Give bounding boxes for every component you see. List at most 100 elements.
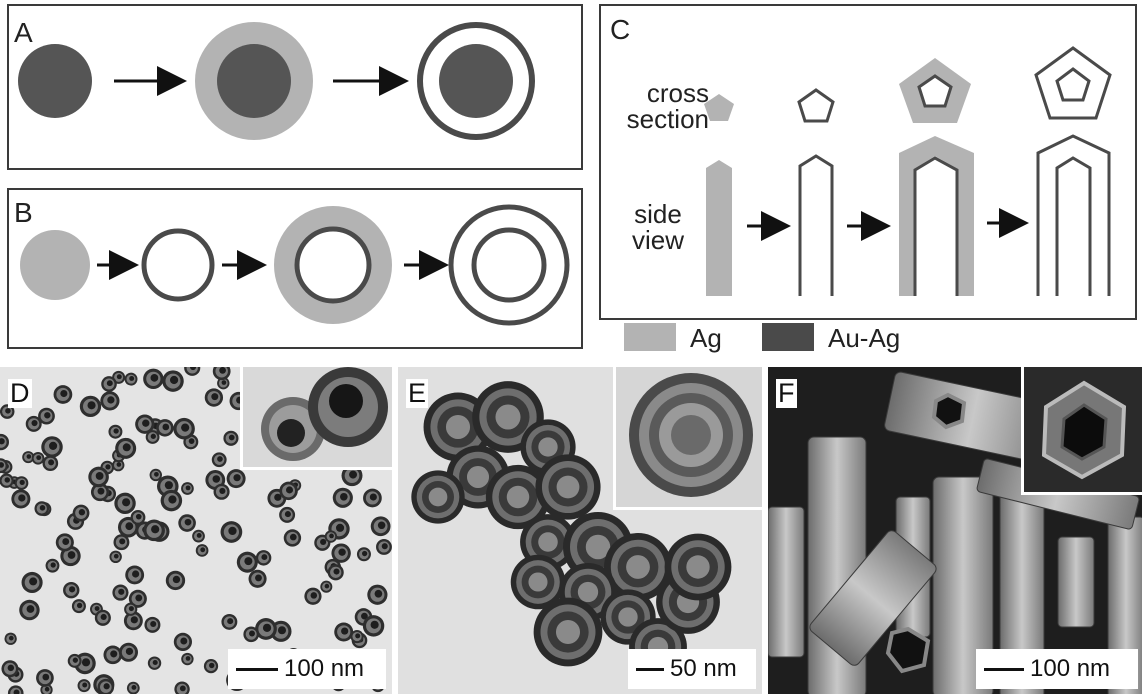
c-cross-inner-2 <box>1055 67 1091 102</box>
particle <box>327 564 344 581</box>
particle <box>147 656 162 670</box>
particle <box>324 530 338 543</box>
panel-a: A <box>7 4 583 170</box>
panel-f-scalebar: 100 nm <box>976 649 1138 689</box>
particle <box>181 652 194 666</box>
particle <box>173 632 193 652</box>
cross-section-label: cross section <box>617 80 709 132</box>
particle <box>144 616 161 633</box>
particle <box>108 424 123 439</box>
c-cross-outer-2 <box>1034 46 1112 120</box>
cross-section-line-2: section <box>626 104 709 134</box>
panel-b: B <box>7 188 583 349</box>
particle <box>124 372 138 386</box>
particle-ring <box>528 572 548 592</box>
particle <box>181 482 194 495</box>
particle-ring <box>577 581 599 603</box>
particle <box>45 558 60 573</box>
c-side-outer <box>1036 134 1111 296</box>
particle-ring <box>466 465 490 489</box>
legend-ag-swatch <box>624 323 676 351</box>
panel-f-scale-text: 100 nm <box>1030 655 1111 682</box>
particle <box>123 611 143 631</box>
particle <box>178 514 196 532</box>
particle <box>115 437 137 459</box>
panel-e-particles <box>411 381 732 676</box>
particle-ring <box>538 437 558 457</box>
particle <box>77 679 91 693</box>
particle <box>211 452 227 468</box>
particle <box>36 669 54 687</box>
particle <box>112 584 129 601</box>
panel-d-scale-text: 100 nm <box>284 655 365 682</box>
particle <box>226 469 246 489</box>
particle <box>0 458 8 474</box>
particle <box>212 367 231 381</box>
particle-ring <box>686 555 710 579</box>
legend-auag-label: Au-Ag <box>828 323 901 353</box>
particle <box>101 376 117 392</box>
f-tube-diag-2 <box>809 530 937 666</box>
particle <box>103 645 123 665</box>
particle <box>220 521 243 543</box>
particle <box>332 487 353 508</box>
panel-f-label: F <box>776 378 797 408</box>
particle <box>183 434 199 450</box>
particle <box>22 451 35 464</box>
particle <box>128 589 147 608</box>
panel-b-diagram <box>20 204 570 326</box>
particle <box>173 417 195 440</box>
particle <box>156 419 174 437</box>
particle <box>7 685 24 694</box>
particle <box>350 629 364 644</box>
f-tube-opening-2 <box>931 392 967 430</box>
particle <box>217 376 230 390</box>
panel-e-inset <box>613 367 762 510</box>
particle <box>67 653 82 668</box>
panel-b-label: B <box>14 197 33 228</box>
particle <box>21 571 43 594</box>
f-tube-5 <box>1057 536 1095 628</box>
particle <box>63 581 80 599</box>
particle <box>255 550 272 566</box>
particle <box>143 519 165 542</box>
particle <box>223 430 239 446</box>
b-inner-shell <box>294 226 372 304</box>
particle <box>4 632 17 645</box>
particle <box>279 481 298 501</box>
particle <box>367 584 388 605</box>
panel-e-label: E <box>406 378 429 408</box>
particle <box>370 516 391 537</box>
c-side-inner-2 <box>1055 156 1092 296</box>
particle <box>334 622 354 642</box>
side-view-line-1: side <box>634 199 682 229</box>
particle <box>55 533 74 552</box>
particle <box>124 602 138 616</box>
panel-d-scalebar: 100 nm <box>228 649 386 689</box>
c-side-ag-rod <box>706 160 732 296</box>
panel-c: C cross section side view <box>599 4 1137 320</box>
particle-ring <box>506 485 530 509</box>
particle <box>162 370 184 392</box>
particle-ring <box>618 607 638 627</box>
particle <box>114 492 136 515</box>
particle-ring <box>495 404 521 430</box>
particle <box>331 543 351 563</box>
particle <box>255 618 277 640</box>
particle <box>31 451 45 465</box>
particle <box>376 539 392 555</box>
particle <box>19 599 40 621</box>
panel-a-label: A <box>14 17 33 48</box>
panel-d-inset <box>240 367 392 470</box>
legend-auag-swatch <box>762 323 814 351</box>
particle <box>221 613 238 630</box>
particle-ring <box>626 555 650 579</box>
a-ag-core <box>18 44 92 118</box>
b-outer-shell <box>448 204 570 326</box>
particle <box>248 569 267 588</box>
panel-d-micrograph: D 100 nm <box>0 367 392 694</box>
particle <box>243 626 260 643</box>
particle <box>38 407 55 425</box>
particle <box>192 529 205 543</box>
particle <box>90 482 110 502</box>
